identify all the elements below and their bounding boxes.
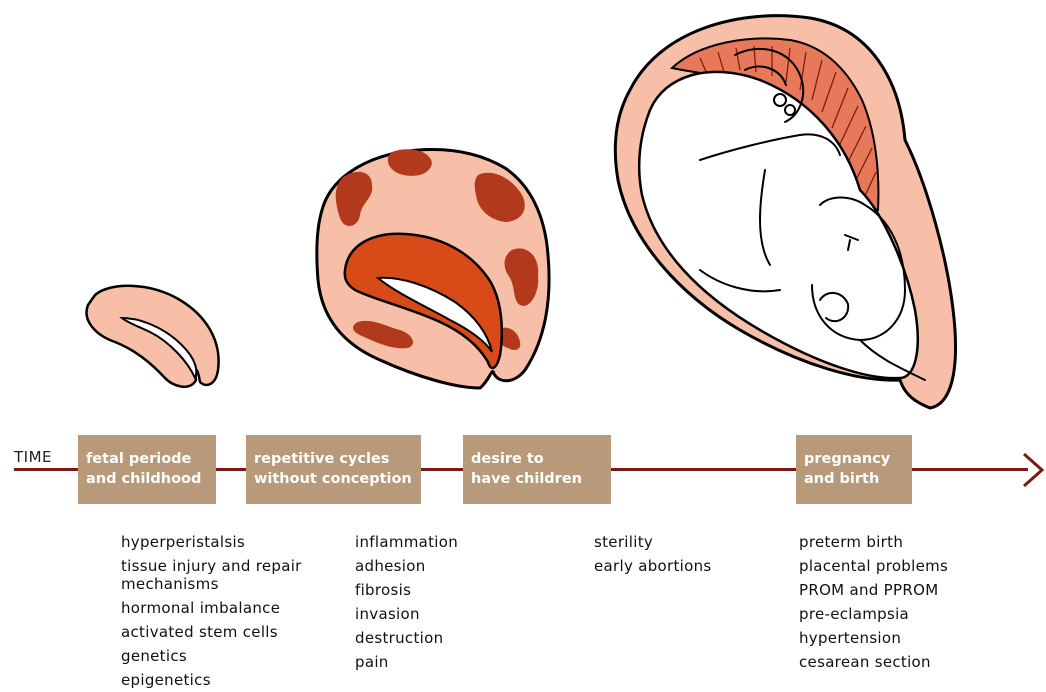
stage-desire-children: desire to have children bbox=[463, 435, 611, 504]
child-uterus-illustration bbox=[87, 286, 219, 387]
list-item: invasion bbox=[355, 602, 458, 626]
list-item: adhesion bbox=[355, 554, 458, 578]
stage-fetal-childhood: fetal periode and childhood bbox=[78, 435, 216, 504]
list-item: hyperperistalsis bbox=[121, 530, 321, 554]
list-item: pain bbox=[355, 650, 458, 674]
list-item: PROM and PPROM bbox=[799, 578, 948, 602]
pregnant-uterus-illustration bbox=[615, 16, 955, 408]
stage-label-line: fetal periode bbox=[86, 449, 208, 469]
arrow-head-icon bbox=[1020, 452, 1046, 488]
list-item: sterility bbox=[594, 530, 712, 554]
uterus-illustrations bbox=[0, 0, 1046, 430]
list-item: hormonal imbalance bbox=[121, 596, 321, 620]
stage-label-line: pregnancy bbox=[804, 449, 904, 469]
list-item: epigenetics bbox=[121, 668, 321, 692]
list-item: activated stem cells bbox=[121, 620, 321, 644]
list-item: fibrosis bbox=[355, 578, 458, 602]
list-item: pre-eclampsia bbox=[799, 602, 948, 626]
diseased-uterus-illustration bbox=[317, 149, 549, 388]
stage-label-line: desire to bbox=[471, 449, 603, 469]
stage-label-line: and childhood bbox=[86, 469, 208, 489]
list-item: genetics bbox=[121, 644, 321, 668]
stage-pregnancy-birth: pregnancy and birth bbox=[796, 435, 912, 504]
stage-label-line: repetitive cycles bbox=[254, 449, 413, 469]
effects-desire-children: sterility early abortions bbox=[594, 530, 712, 578]
effects-pregnancy-birth: preterm birth placental problems PROM an… bbox=[799, 530, 948, 674]
list-item: tissue injury and repair mechanisms bbox=[121, 557, 321, 593]
stage-repetitive-cycles: repetitive cycles without conception bbox=[246, 435, 421, 504]
stage-label-line: without conception bbox=[254, 469, 413, 489]
stage-label-line: and birth bbox=[804, 469, 904, 489]
list-item: early abortions bbox=[594, 554, 712, 578]
list-item: hypertension bbox=[799, 626, 948, 650]
stage-label-line: have children bbox=[471, 469, 603, 489]
time-axis-label: TIME bbox=[14, 448, 52, 466]
effects-fetal-childhood: hyperperistalsis tissue injury and repai… bbox=[121, 530, 321, 692]
list-item: preterm birth bbox=[799, 530, 948, 554]
list-item: inflammation bbox=[355, 530, 458, 554]
list-item: destruction bbox=[355, 626, 458, 650]
list-item: placental problems bbox=[799, 554, 948, 578]
effects-repetitive-cycles: inflammation adhesion fibrosis invasion … bbox=[355, 530, 458, 674]
list-item: cesarean section bbox=[799, 650, 948, 674]
